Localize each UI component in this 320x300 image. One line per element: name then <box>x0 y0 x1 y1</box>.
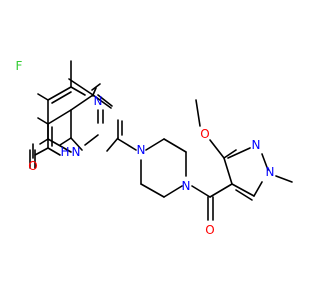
bond <box>145 138 165 151</box>
bond <box>37 117 49 125</box>
bond <box>235 189 253 201</box>
bond <box>227 147 251 159</box>
pyrimidine-nitrogen-label: N <box>94 94 103 108</box>
bond <box>223 149 237 159</box>
piperazine-nitrogen-1-label: N <box>137 143 146 157</box>
bond <box>195 99 201 127</box>
bond <box>47 109 72 125</box>
bond <box>68 78 94 96</box>
bond <box>117 138 137 151</box>
methoxy-oxygen-label: O <box>200 127 209 141</box>
bond <box>70 137 83 151</box>
bond <box>209 183 233 198</box>
amide-oxygen-label: O <box>205 223 214 237</box>
bond <box>140 183 165 198</box>
bond <box>34 147 49 156</box>
piperazine-nitrogen-2-label: N <box>182 179 191 193</box>
bond <box>70 86 86 96</box>
bond <box>84 134 99 146</box>
pyrazole-nitrogen-1-label: N <box>266 165 275 179</box>
nh-nitrogen-label: N <box>72 145 81 159</box>
bond <box>163 138 187 153</box>
bond <box>209 139 225 159</box>
bond <box>191 185 211 198</box>
bond <box>47 86 72 101</box>
bond <box>253 181 263 197</box>
pyrazole-nitrogen-2-label: N <box>252 138 261 152</box>
bond <box>106 137 119 152</box>
carbonyl-oxygen-label: O <box>28 159 37 173</box>
bond <box>163 185 183 198</box>
bond <box>47 138 72 153</box>
bond <box>39 138 49 145</box>
nh-hydrogen-label: H <box>60 145 69 159</box>
bond <box>47 147 61 156</box>
bond <box>37 93 49 101</box>
structure-svg: F O N H N N N O O N N <box>16 59 293 237</box>
bond <box>261 153 269 171</box>
bond <box>231 183 255 197</box>
bond <box>92 94 112 109</box>
bond <box>275 175 293 183</box>
bond <box>97 94 113 107</box>
bond <box>51 91 72 104</box>
bond <box>70 94 94 111</box>
fluorine-label: F <box>16 59 23 73</box>
bond <box>59 137 72 146</box>
bond <box>91 83 101 91</box>
molecule-diagram: F O N H N N N O O N N <box>16 59 293 237</box>
bond <box>92 87 97 96</box>
bond <box>223 157 233 185</box>
